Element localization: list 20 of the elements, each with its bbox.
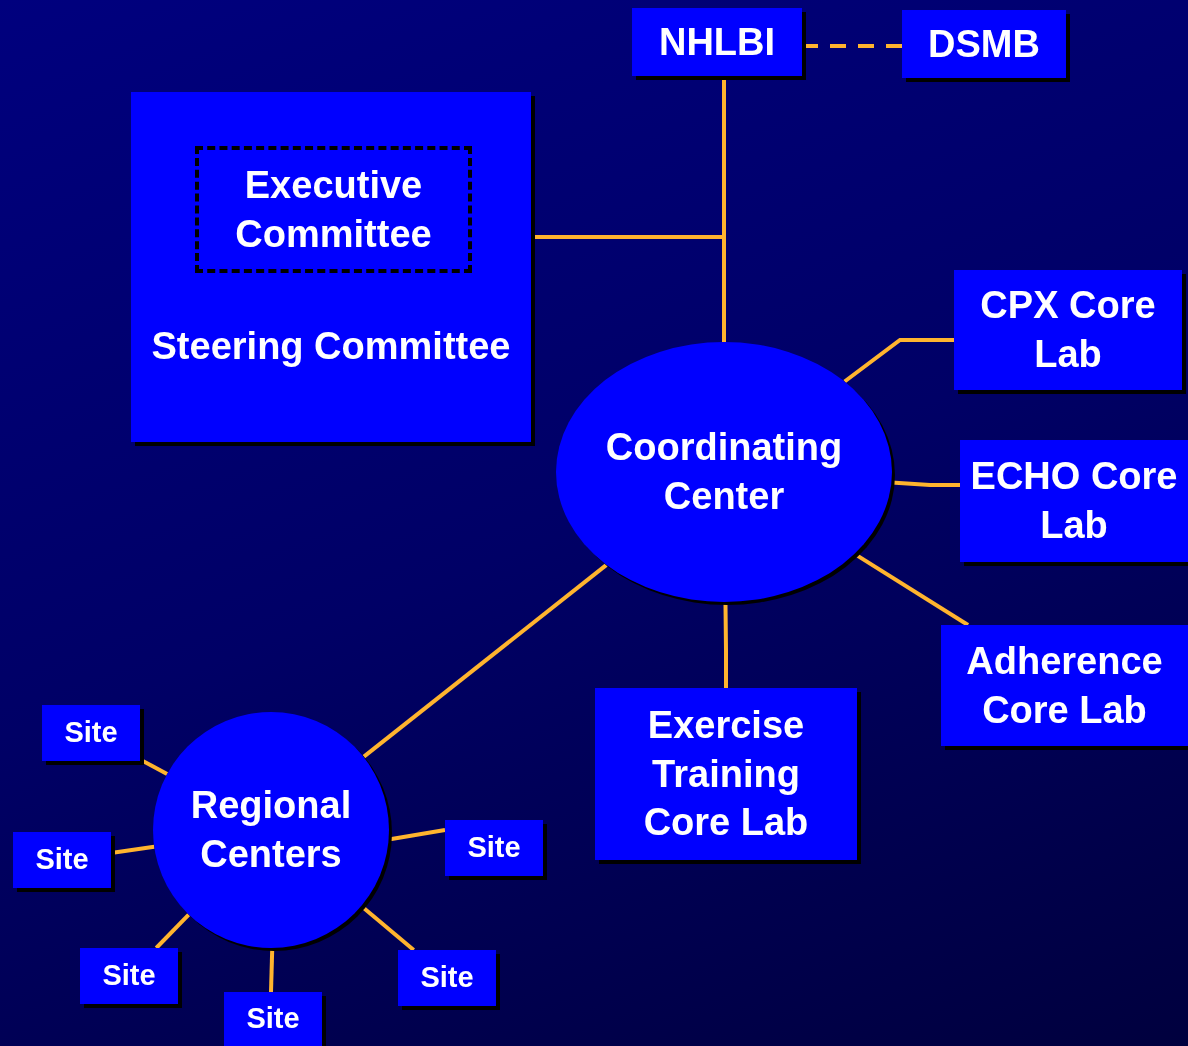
node-label: DSMB xyxy=(928,21,1040,67)
connector-line xyxy=(843,338,954,384)
node-label: Site xyxy=(467,830,521,866)
node-label: Site xyxy=(35,842,89,878)
node-label: Site xyxy=(420,960,474,996)
node-label: Regional Centers xyxy=(189,783,353,877)
node-label: ECHO Core Lab xyxy=(970,454,1178,548)
dashed-box xyxy=(195,146,472,273)
node-label: Site xyxy=(64,715,118,751)
node-label: Adherence Core Lab xyxy=(965,638,1164,733)
connector-line xyxy=(154,913,191,950)
node-label: Coordinating Center xyxy=(604,425,844,519)
node-label: Steering Committee xyxy=(150,324,512,369)
connector-line xyxy=(362,563,608,759)
node-label: Exercise Training Core Lab xyxy=(642,703,810,846)
node-label: CPX Core Lab xyxy=(979,283,1157,377)
node-label: Site xyxy=(246,1001,300,1037)
node-label: Site xyxy=(102,958,156,994)
node-label: Executive Committee xyxy=(234,162,433,257)
node-label: NHLBI xyxy=(658,19,776,65)
